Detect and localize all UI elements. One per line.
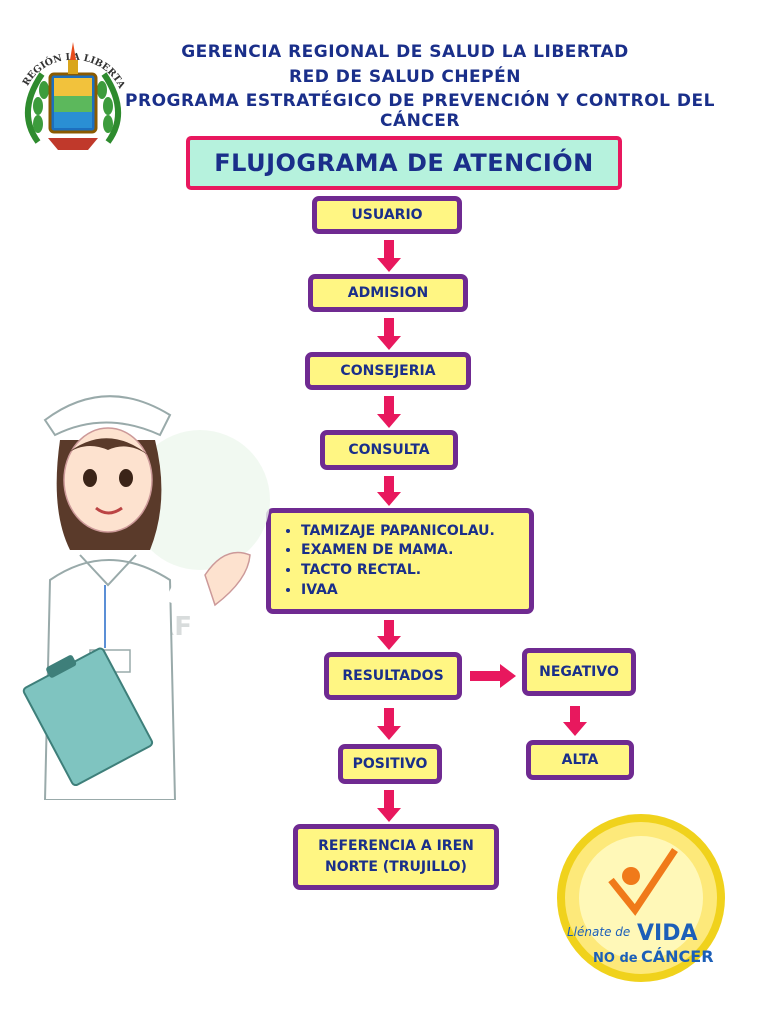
node-admision: ADMISION <box>308 274 468 312</box>
node-alta: ALTA <box>526 740 634 780</box>
node-consejeria: CONSEJERIA <box>305 352 471 390</box>
arrow-down-icon <box>377 318 401 350</box>
flowchart-title: FLUJOGRAMA DE ATENCIÓN <box>186 136 622 190</box>
arrow-right-icon <box>470 664 516 688</box>
region-logo: REGIÓN LA LIBERTAD <box>8 32 127 150</box>
arrow-down-icon <box>377 240 401 272</box>
node-tests: TAMIZAJE PAPANICOLAU. EXAMEN DE MAMA. TA… <box>266 508 534 614</box>
arrow-down-icon <box>377 396 401 428</box>
arrow-down-icon <box>563 706 587 736</box>
header-line-3: PROGRAMA ESTRATÉGICO DE PREVENCIÓN Y CON… <box>125 91 715 131</box>
node-referencia: REFERENCIA A IREN NORTE (TRUJILLO) <box>293 824 499 890</box>
header-line-1: GERENCIA REGIONAL DE SALUD LA LIBERTAD <box>181 42 629 62</box>
arrow-down-icon <box>377 476 401 506</box>
header-line-2: RED DE SALUD CHEPÉN <box>289 67 521 87</box>
nurse-illustration: 123RF <box>22 395 270 800</box>
test-item: TACTO RECTAL. <box>301 561 495 581</box>
campaign-badge: Llénate de VIDA NO de CÁNCER <box>557 814 725 982</box>
arrow-down-icon <box>377 620 401 650</box>
node-negativo: NEGATIVO <box>522 648 636 696</box>
badge-word-vida: VIDA <box>637 921 698 946</box>
test-item: IVAA <box>301 581 495 601</box>
node-resultados: RESULTADOS <box>324 652 462 700</box>
referencia-line-1: REFERENCIA A IREN <box>318 838 474 854</box>
node-consulta: CONSULTA <box>320 430 458 470</box>
tests-list: TAMIZAJE PAPANICOLAU. EXAMEN DE MAMA. TA… <box>271 522 495 600</box>
badge-line-1: Llénate de <box>567 925 630 939</box>
node-positivo: POSITIVO <box>338 744 442 784</box>
test-item: EXAMEN DE MAMA. <box>301 541 495 561</box>
badge-word-cancer: CÁNCER <box>641 947 714 966</box>
person-figure-icon <box>622 867 640 885</box>
checkmark-icon <box>608 848 678 916</box>
node-usuario: USUARIO <box>312 196 462 234</box>
referencia-line-2: NORTE (TRUJILLO) <box>325 859 467 875</box>
arrow-down-icon <box>377 708 401 740</box>
test-item: TAMIZAJE PAPANICOLAU. <box>301 522 495 542</box>
badge-line-2: NO de <box>593 951 638 966</box>
arrow-down-icon <box>377 790 401 822</box>
